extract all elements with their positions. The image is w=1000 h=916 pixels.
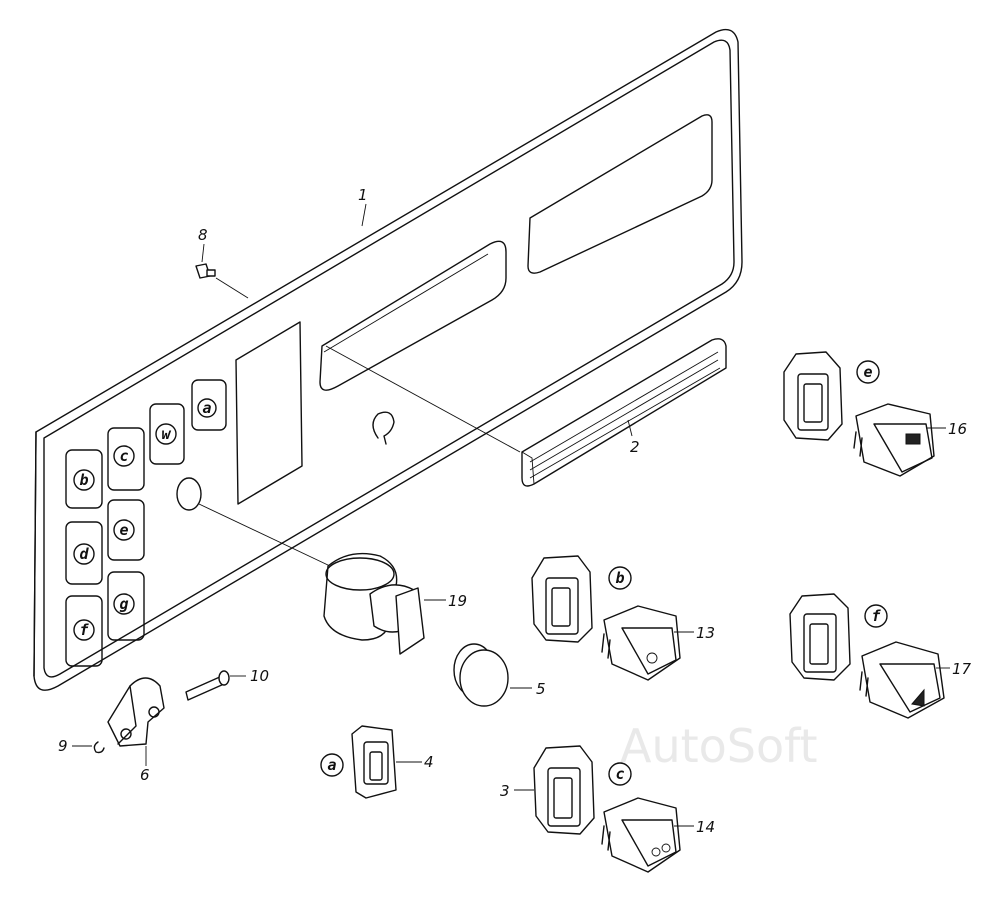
switch-group-c-14: 3 c 14 bbox=[500, 745, 715, 873]
callout-1: 1 bbox=[358, 186, 368, 204]
svg-text:a: a bbox=[202, 399, 211, 417]
slot-b: b bbox=[65, 449, 103, 509]
panel-slot-grid: a w c b e d g bbox=[65, 379, 227, 667]
letter-e: e bbox=[863, 363, 872, 381]
letter-a: a bbox=[327, 756, 336, 774]
blank-plug-part-4: 4 a bbox=[320, 725, 434, 799]
switch-group-e-16: e 16 bbox=[783, 351, 967, 477]
svg-text:d: d bbox=[79, 545, 89, 563]
callout-17: 17 bbox=[952, 660, 972, 678]
svg-text:c: c bbox=[119, 447, 128, 465]
trim-strip-part-2: 2 bbox=[325, 338, 727, 487]
bolt-part-10: 10 bbox=[185, 667, 269, 701]
callout-10: 10 bbox=[250, 667, 269, 685]
callout-16: 16 bbox=[948, 420, 967, 438]
callout-9: 9 bbox=[58, 737, 68, 755]
callout-13: 13 bbox=[696, 624, 715, 642]
svg-text:g: g bbox=[119, 595, 128, 613]
callout-19: 19 bbox=[448, 592, 467, 610]
callout-2: 2 bbox=[630, 438, 640, 456]
ignition-switch-part-19: 19 bbox=[198, 503, 467, 655]
slot-g: g bbox=[107, 571, 145, 641]
svg-text:e: e bbox=[119, 521, 128, 539]
callout-5: 5 bbox=[536, 680, 546, 698]
clip-part-9: 9 bbox=[58, 737, 105, 755]
slot-c: c bbox=[107, 427, 145, 491]
letter-c: c bbox=[615, 765, 624, 783]
callout-8: 8 bbox=[198, 226, 208, 244]
callout-6: 6 bbox=[140, 766, 150, 784]
slot-e: e bbox=[107, 499, 145, 561]
letter-b: b bbox=[615, 569, 624, 587]
callout-3: 3 bbox=[500, 782, 510, 800]
dashboard-panel bbox=[33, 28, 743, 691]
letter-f: f bbox=[871, 607, 881, 625]
slot-f: f bbox=[65, 595, 103, 667]
svg-text:b: b bbox=[79, 471, 88, 489]
screw-part-8: 8 bbox=[195, 226, 249, 299]
watermark-text: AutoSoft bbox=[620, 719, 818, 773]
slot-d: d bbox=[65, 521, 103, 585]
svg-text:w: w bbox=[161, 425, 171, 443]
callout-4: 4 bbox=[424, 753, 434, 771]
switch-group-b-13: b 13 bbox=[531, 555, 715, 681]
slot-a: a bbox=[191, 379, 227, 431]
bracket-part-6: 6 bbox=[107, 677, 165, 784]
svg-text:f: f bbox=[79, 621, 89, 639]
callout-14: 14 bbox=[696, 818, 715, 836]
cap-part-5: 5 bbox=[453, 643, 546, 707]
slot-w: w bbox=[149, 403, 185, 465]
switch-group-f-17: f 17 bbox=[789, 593, 972, 719]
